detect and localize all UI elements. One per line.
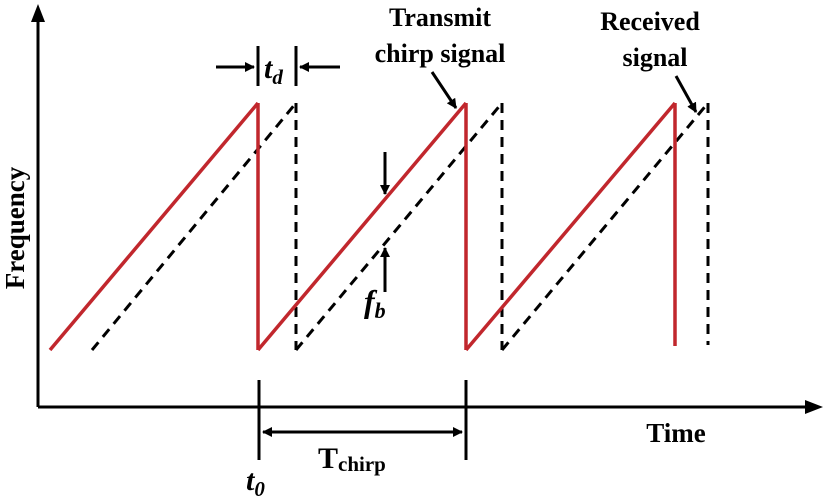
y-axis-label: Frequency [0, 166, 30, 289]
received-label-line2: signal [622, 43, 687, 72]
beat-label-main: f [364, 283, 378, 319]
t0-label-sub: 0 [254, 477, 265, 501]
delay-label-main: t [264, 52, 274, 85]
received-ramp-3 [500, 102, 710, 351]
axes [31, 4, 823, 414]
transmit-label-line1: Transmit [389, 3, 491, 32]
t0-label: t0 [246, 464, 265, 501]
transmit-ramp-3 [464, 101, 677, 352]
y-axis-arrowhead [31, 4, 45, 22]
beat-label-sub: b [375, 298, 386, 323]
beat-label: fb [364, 283, 386, 323]
x-axis-label: Time [646, 418, 706, 448]
chirp-label-main: T [318, 442, 338, 475]
received-ramp-2 [294, 102, 504, 351]
transmit-label-line2: chirp signal [375, 39, 506, 68]
received-label-line1: Received [600, 7, 700, 36]
x-axis-arrowhead [805, 400, 823, 414]
chirp-period-marker [257, 380, 468, 460]
transmit-pointer-arrow [430, 71, 458, 109]
t0-label-main: t [246, 464, 256, 497]
chirp-period-label: Tchirp [318, 442, 386, 476]
transmit-ramp-1 [48, 101, 260, 352]
transmit-ramp-2 [256, 101, 468, 352]
delay-label-sub: d [272, 65, 283, 89]
delay-label: td [264, 52, 283, 89]
received-ramp-1 [90, 102, 298, 351]
chirp-label-sub: chirp [338, 452, 386, 476]
received-signal [90, 102, 710, 351]
delay-marker [216, 46, 340, 86]
transmit-signal [48, 101, 677, 352]
received-pointer-arrow [674, 75, 698, 113]
